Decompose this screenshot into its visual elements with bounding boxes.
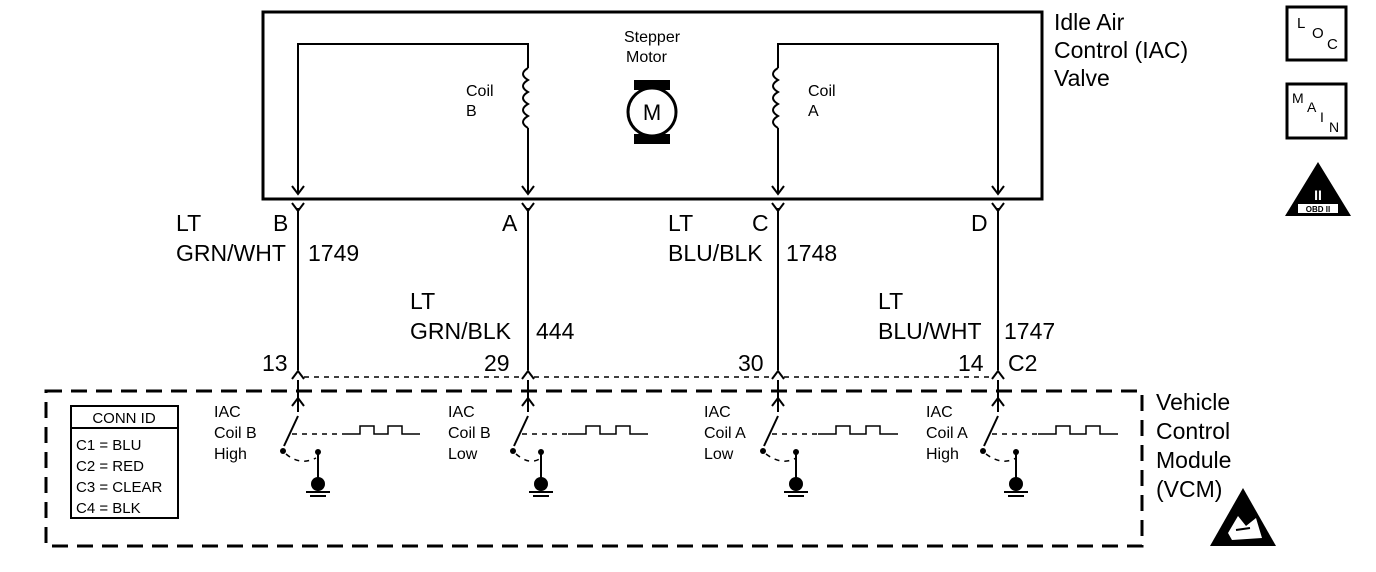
driver-1-line1: IAC <box>214 404 241 421</box>
svg-text:A: A <box>1307 99 1317 115</box>
motor-symbol: M <box>643 100 661 125</box>
driver-coil-b-high: IAC Coil B High <box>214 380 420 497</box>
ground-icon <box>529 477 553 497</box>
iac-title-line2: Control (IAC) <box>1054 37 1188 63</box>
vcm-terminal-30: 30 <box>738 350 764 376</box>
driver-3-line1: IAC <box>704 404 731 421</box>
conn-id-row-4: C4 = BLK <box>76 500 141 517</box>
ground-icon <box>1004 477 1028 497</box>
coil-b-winding <box>522 67 530 129</box>
vcm-mark-30 <box>771 369 785 380</box>
loc-icon: L O C <box>1285 5 1348 62</box>
obd-roman: II <box>1314 187 1322 203</box>
coil-a-wire-top <box>777 43 999 193</box>
obd-label: OBD II <box>1306 205 1330 214</box>
wire-a-prefix: LT <box>410 288 435 314</box>
conn-id-row-2: C2 = RED <box>76 458 144 475</box>
obd-ii-icon: II OBD II <box>1285 162 1351 216</box>
conn-id-title: CONN ID <box>92 410 156 427</box>
stepper-motor-icon: M <box>626 80 678 144</box>
driver-coil-b-low: IAC Coil B Low <box>448 380 648 497</box>
vcm-terminal-29: 29 <box>484 350 510 376</box>
main-icon: M A I N <box>1285 82 1348 140</box>
stepper-label-line1: Stepper <box>624 29 681 46</box>
driver-4-line3: High <box>926 446 959 463</box>
conn-id-row-1: C1 = BLU <box>76 437 141 454</box>
vcm-title-line2: Control <box>1156 418 1230 444</box>
driver-3-line3: Low <box>704 446 734 463</box>
wire-c-prefix: LT <box>668 210 693 236</box>
vcm: Vehicle Control Module (VCM) CONN ID C1 … <box>44 380 1231 548</box>
coil-b-wire-top <box>297 43 529 193</box>
coil-b-label-line2: B <box>466 103 477 120</box>
conn-id-table: CONN ID C1 = BLU C2 = RED C3 = CLEAR C4 … <box>70 405 179 519</box>
stepper-label-line2: Motor <box>626 49 668 66</box>
driver-4-line2: Coil A <box>926 425 968 442</box>
driver-2-line1: IAC <box>448 404 475 421</box>
coil-a-label-line1: Coil <box>808 83 836 100</box>
harness: LT B GRN/WHT 1749 13 A LT GRN/BLK 444 29… <box>176 202 1055 380</box>
iac-valve-housing <box>261 10 1044 201</box>
vcm-mark-13 <box>291 369 305 380</box>
iac-title-line3: Valve <box>1054 65 1110 91</box>
driver-3-line2: Coil A <box>704 425 746 442</box>
driver-2-line3: Low <box>448 446 478 463</box>
wire-b-prefix: LT <box>176 210 201 236</box>
vcm-terminal-13: 13 <box>262 350 288 376</box>
pin-c-label: C <box>752 210 769 236</box>
iac-valve: Coil B Coil A Stepper Motor M Idle Air C… <box>261 9 1188 201</box>
wire-d-circuit: 1747 <box>1004 318 1055 344</box>
wire-d-prefix: LT <box>878 288 903 314</box>
iac-title-line1: Idle Air <box>1054 9 1125 35</box>
driver-4-line1: IAC <box>926 404 953 421</box>
wire-d-color: BLU/WHT <box>878 318 982 344</box>
pin-b-arrow <box>291 185 305 196</box>
wire-b-color: GRN/WHT <box>176 240 286 266</box>
vcm-mark-29 <box>521 369 535 380</box>
coil-b-label-line1: Coil <box>466 83 494 100</box>
coil-a-winding <box>772 67 780 129</box>
vcm-boundary <box>44 389 1144 548</box>
vcm-title-line4: (VCM) <box>1156 476 1222 502</box>
vcm-mark-14 <box>991 369 1005 380</box>
wire-a-circuit: 444 <box>536 318 575 344</box>
conn-id-row-3: C3 = CLEAR <box>76 479 162 496</box>
vcm-title-line3: Module <box>1156 447 1231 473</box>
driver-coil-a-low: IAC Coil A Low <box>704 380 898 497</box>
pin-b-label: B <box>273 210 288 236</box>
driver-1-line3: High <box>214 446 247 463</box>
ground-icon <box>306 477 330 497</box>
wire-a-color: GRN/BLK <box>410 318 512 344</box>
driver-coil-a-high: IAC Coil A High <box>926 380 1118 497</box>
vcm-terminal-14: 14 <box>958 350 984 376</box>
pin-d-arrow <box>991 185 1005 196</box>
svg-text:C: C <box>1327 36 1338 53</box>
pin-a-arrow <box>521 185 535 196</box>
svg-text:I: I <box>1320 109 1324 125</box>
pin-a-label: A <box>502 210 518 236</box>
wire-c-circuit: 1748 <box>786 240 837 266</box>
vcm-connector-id: C2 <box>1008 350 1037 376</box>
driver-1-line2: Coil B <box>214 425 257 442</box>
coil-a-label-line2: A <box>808 103 819 120</box>
svg-text:M: M <box>1292 90 1304 106</box>
ground-icon <box>784 477 808 497</box>
wire-b-circuit: 1749 <box>308 240 359 266</box>
svg-text:N: N <box>1329 119 1339 135</box>
vcm-title-line1: Vehicle <box>1156 389 1230 415</box>
wire-c-color: BLU/BLK <box>668 240 763 266</box>
pin-d-label: D <box>971 210 988 236</box>
svg-text:L: L <box>1297 15 1305 32</box>
pin-c-arrow <box>771 185 785 196</box>
svg-text:O: O <box>1312 25 1324 42</box>
driver-2-line2: Coil B <box>448 425 491 442</box>
esd-warning-icon <box>1210 488 1276 546</box>
